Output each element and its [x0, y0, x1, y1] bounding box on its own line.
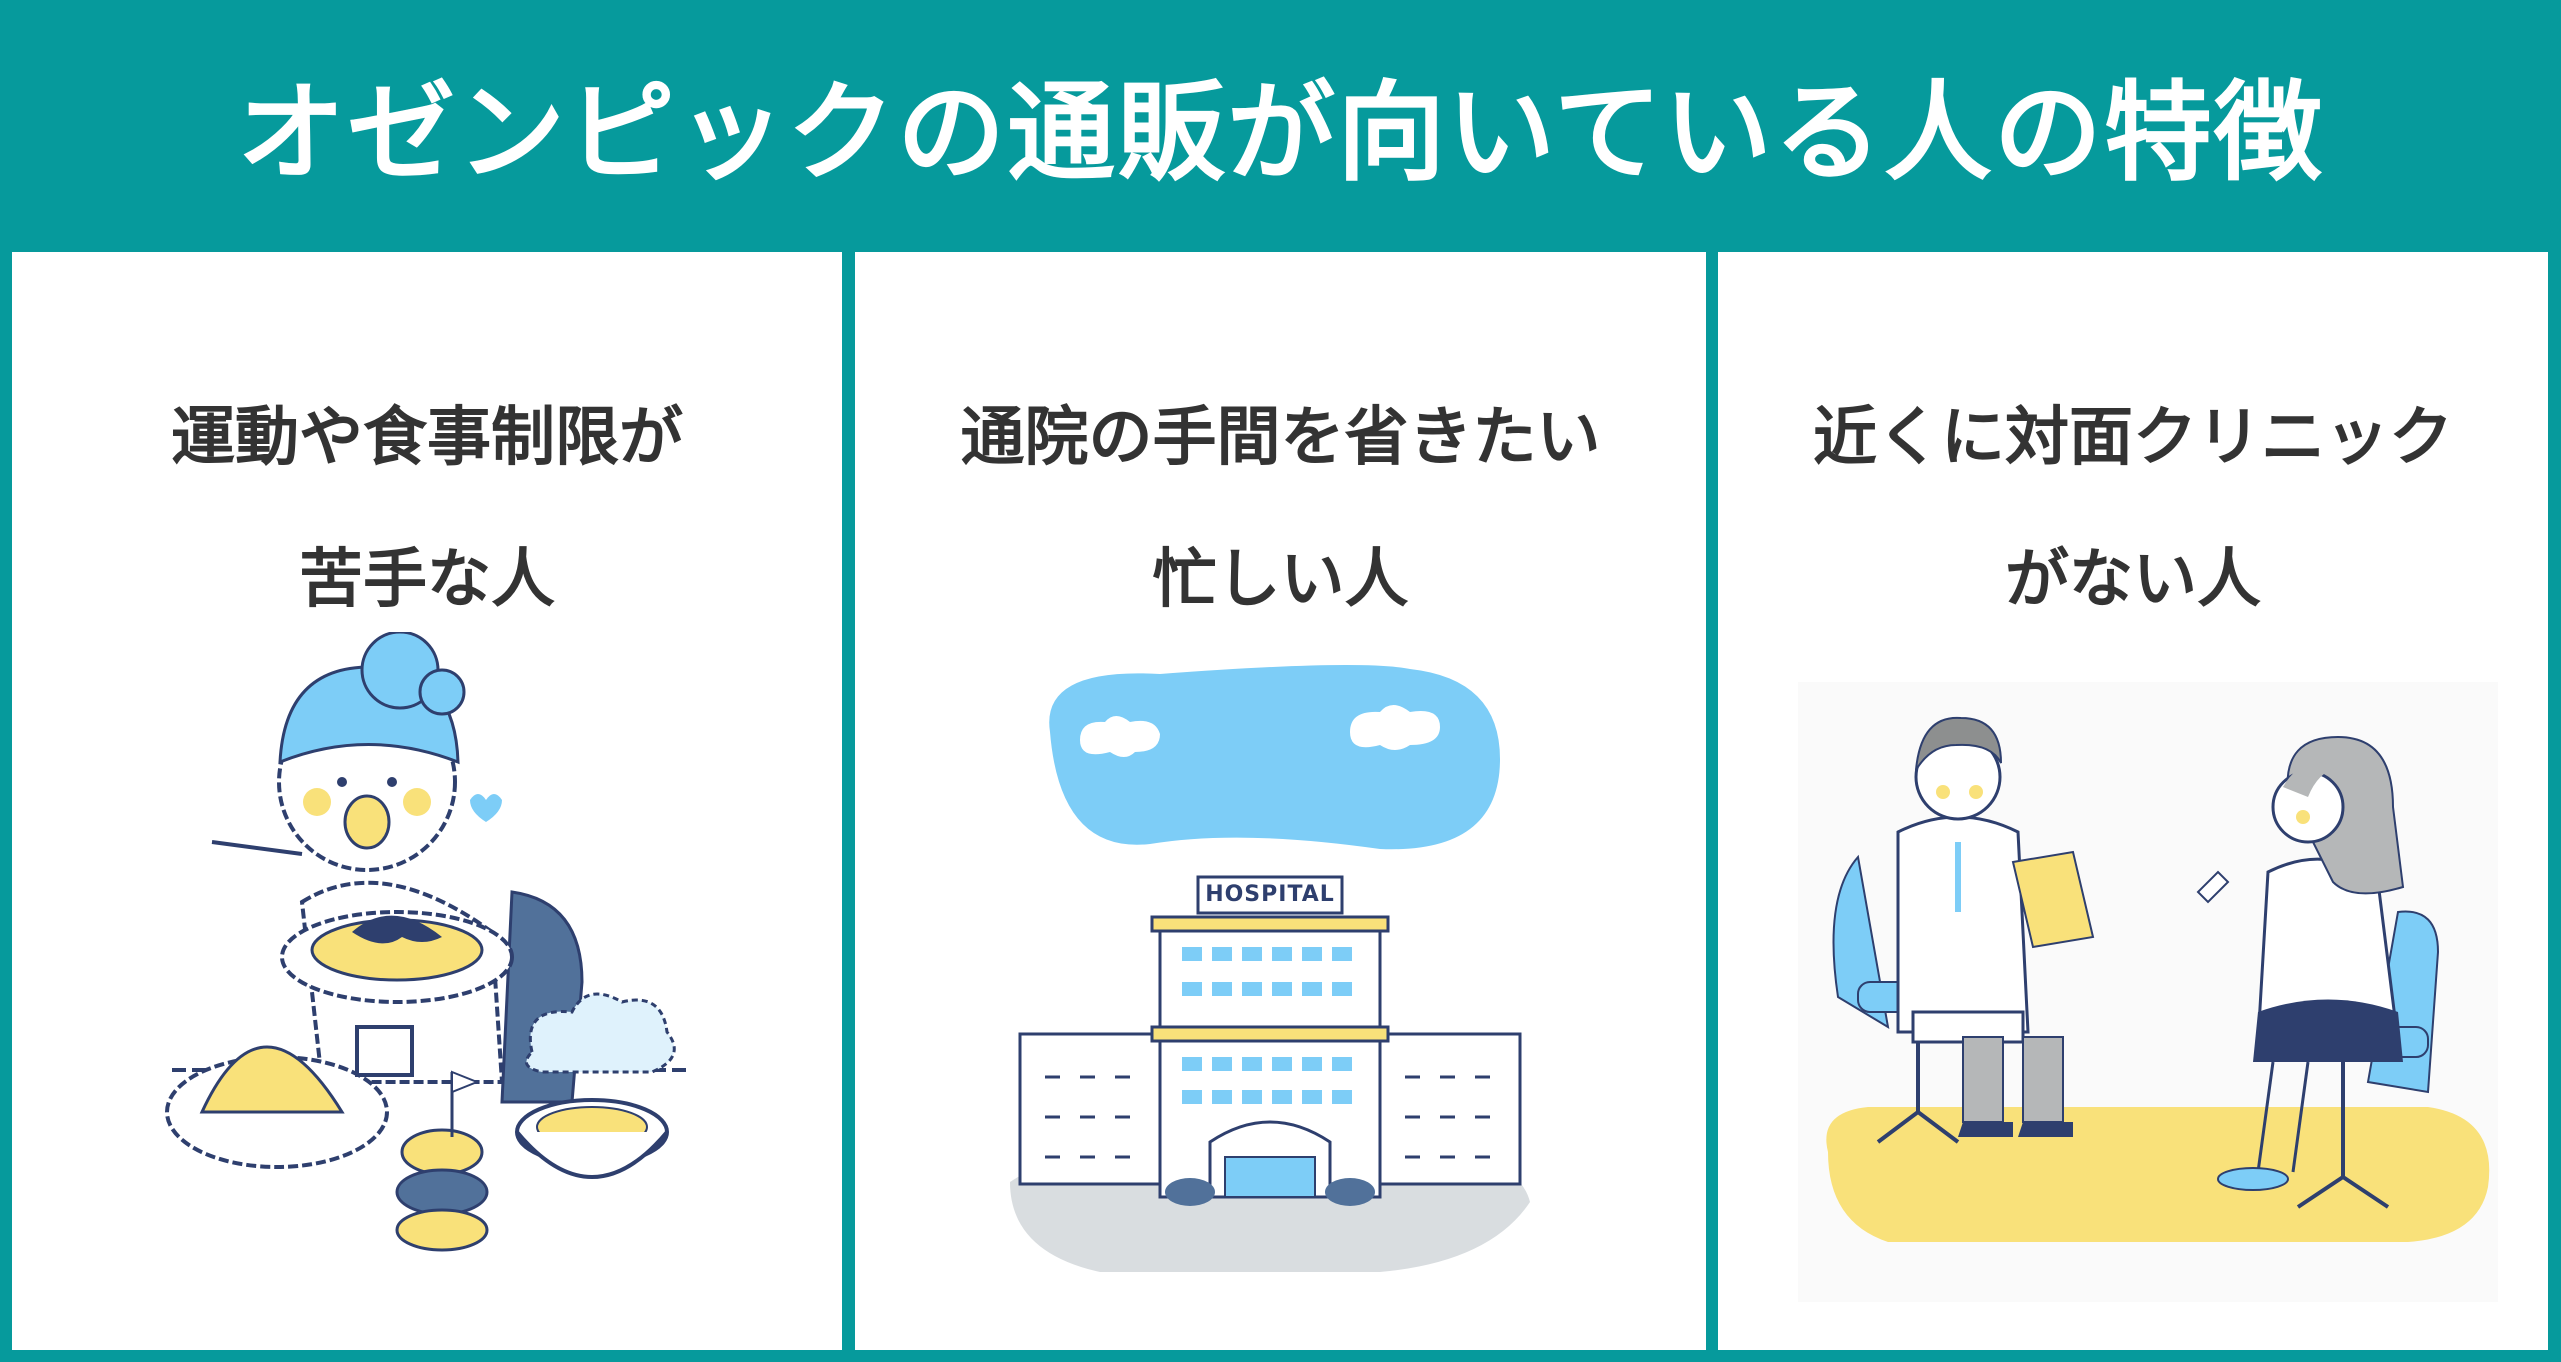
caption-line-2: がない人	[2005, 543, 2261, 617]
page-title: オゼンピックの通販が向いている人の特徴	[237, 71, 2324, 196]
caption-line-1: 運動や食事制限が	[171, 401, 683, 475]
hospital-sign: HOSPITAL	[1205, 882, 1335, 907]
panel-caption: 通院の手間を省きたい 忙しい人	[855, 367, 1706, 651]
panel-exercise-diet: 運動や食事制限が 苦手な人	[12, 252, 842, 1350]
caption-line-1: 近くに対面クリニック	[1813, 401, 2453, 475]
caption-line-1: 通院の手間を省きたい	[960, 401, 1601, 475]
doctor-consultation-icon	[1798, 682, 2498, 1302]
caption-line-2: 忙しい人	[1152, 543, 1409, 617]
caption-line-2: 苦手な人	[299, 543, 555, 617]
panel-busy: 通院の手間を省きたい 忙しい人	[855, 252, 1706, 1350]
panel-caption: 運動や食事制限が 苦手な人	[12, 367, 842, 651]
woman-eating-icon	[152, 632, 712, 1252]
panel-no-clinic: 近くに対面クリニック がない人	[1718, 252, 2548, 1350]
panel-caption: 近くに対面クリニック がない人	[1718, 367, 2548, 651]
header-banner: オゼンピックの通販が向いている人の特徴	[0, 0, 2561, 248]
hospital-icon: HOSPITAL	[1010, 662, 1530, 1282]
